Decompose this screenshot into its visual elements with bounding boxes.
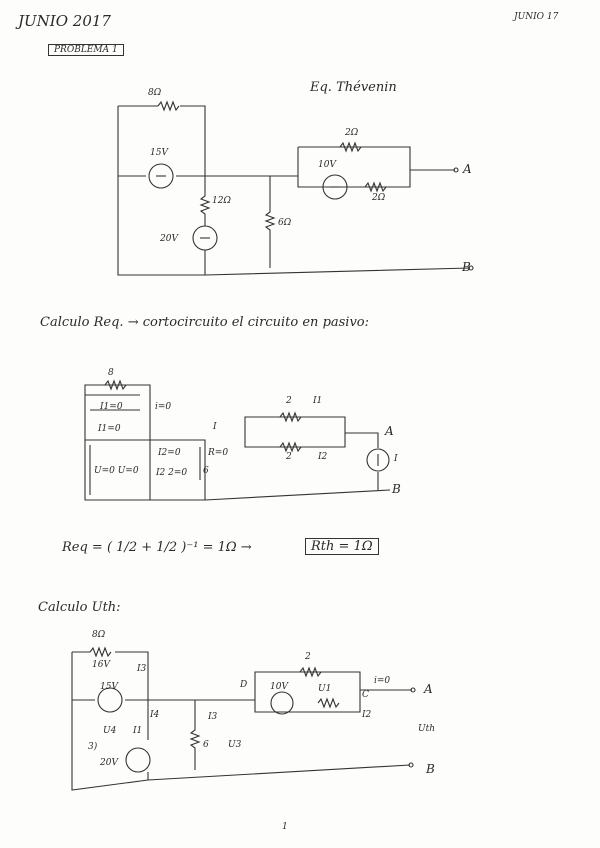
label-r-2b: 2Ω: [372, 193, 386, 203]
req-uv: U=0 U=0: [94, 466, 139, 476]
req-i2: I2=0: [158, 448, 181, 458]
uth-i-zero: i=0: [374, 676, 391, 686]
uth-u1: U1: [318, 684, 332, 694]
req-r2a: 2: [286, 396, 292, 406]
uth-u4: U4: [103, 726, 117, 736]
uth-node-c: C: [362, 690, 369, 700]
uth-v10: 10V: [270, 682, 288, 692]
req-node-b: B: [392, 482, 401, 496]
req-circuit-schematic: [84, 379, 391, 501]
req-i-label: I: [213, 422, 217, 432]
req-result: Rth = 1Ω: [305, 538, 379, 555]
uth-node-d: D: [240, 680, 248, 690]
req-r-zero: R=0: [208, 448, 229, 458]
uth-i2: I2: [362, 710, 372, 720]
req-equation: Req = ( 1/2 + 1/2 )⁻¹ = 1Ω →: [62, 540, 252, 555]
uth-circuit-schematic: [71, 646, 416, 791]
uth-i1: I1: [133, 726, 143, 736]
req-i1b: I1=0: [98, 424, 121, 434]
uth-u3: U3: [228, 740, 242, 750]
resistor-8: [157, 100, 180, 112]
uth-i3-top: I3: [137, 664, 147, 674]
header-title: JUNIO 2017: [18, 12, 111, 30]
header-right-title: JUNIO 17: [514, 12, 559, 22]
req-r6: 6: [203, 466, 209, 476]
req-ib: I2: [318, 452, 328, 462]
uth-r2: 2: [305, 652, 311, 662]
source-15v: [148, 163, 174, 189]
source-10v: [322, 174, 348, 200]
req-src-i: I: [394, 454, 398, 464]
thevenin-heading: Eq. Thévenin: [310, 80, 397, 95]
label-src-10v: 10V: [318, 160, 336, 170]
req-i2b: I2 2=0: [156, 468, 188, 478]
top-circuit-schematic: [117, 100, 474, 276]
req-r8: 8: [108, 368, 114, 378]
label-r-12: 12Ω: [212, 196, 231, 206]
uth-r6: 6: [203, 740, 209, 750]
uth-text: Calculo Uth:: [38, 600, 121, 615]
label-r-2a: 2Ω: [345, 128, 359, 138]
label-src-20v: 20V: [160, 234, 178, 244]
uth-label: Uth: [418, 724, 435, 734]
uth-v20: 20V: [100, 758, 118, 768]
uth-label-3: 3): [88, 742, 98, 752]
label-src-15v: 15V: [150, 148, 168, 158]
req-node-a: A: [385, 424, 394, 438]
req-i0: i=0: [155, 402, 172, 412]
problem-label: PROBLEMA 1: [48, 44, 124, 56]
page-number: 1: [282, 822, 288, 832]
uth-i3: I3: [208, 712, 218, 722]
uth-node-a: A: [424, 682, 433, 696]
uth-node-b: B: [426, 762, 435, 776]
req-r2b: 2: [286, 452, 292, 462]
uth-r8: 8Ω: [92, 630, 106, 640]
label-r-top: 8Ω: [148, 88, 162, 98]
uth-v15: 15V: [100, 682, 118, 692]
node-b: B: [462, 260, 471, 274]
node-a: A: [463, 162, 472, 176]
req-ia: I1: [313, 396, 323, 406]
uth-v16: 16V: [92, 660, 110, 670]
req-text: Calculo Req. → cortocircuito el circuito…: [40, 315, 370, 330]
label-r-6: 6Ω: [278, 218, 292, 228]
uth-i4: I4: [150, 710, 160, 720]
req-i1: I1=0: [100, 402, 123, 412]
